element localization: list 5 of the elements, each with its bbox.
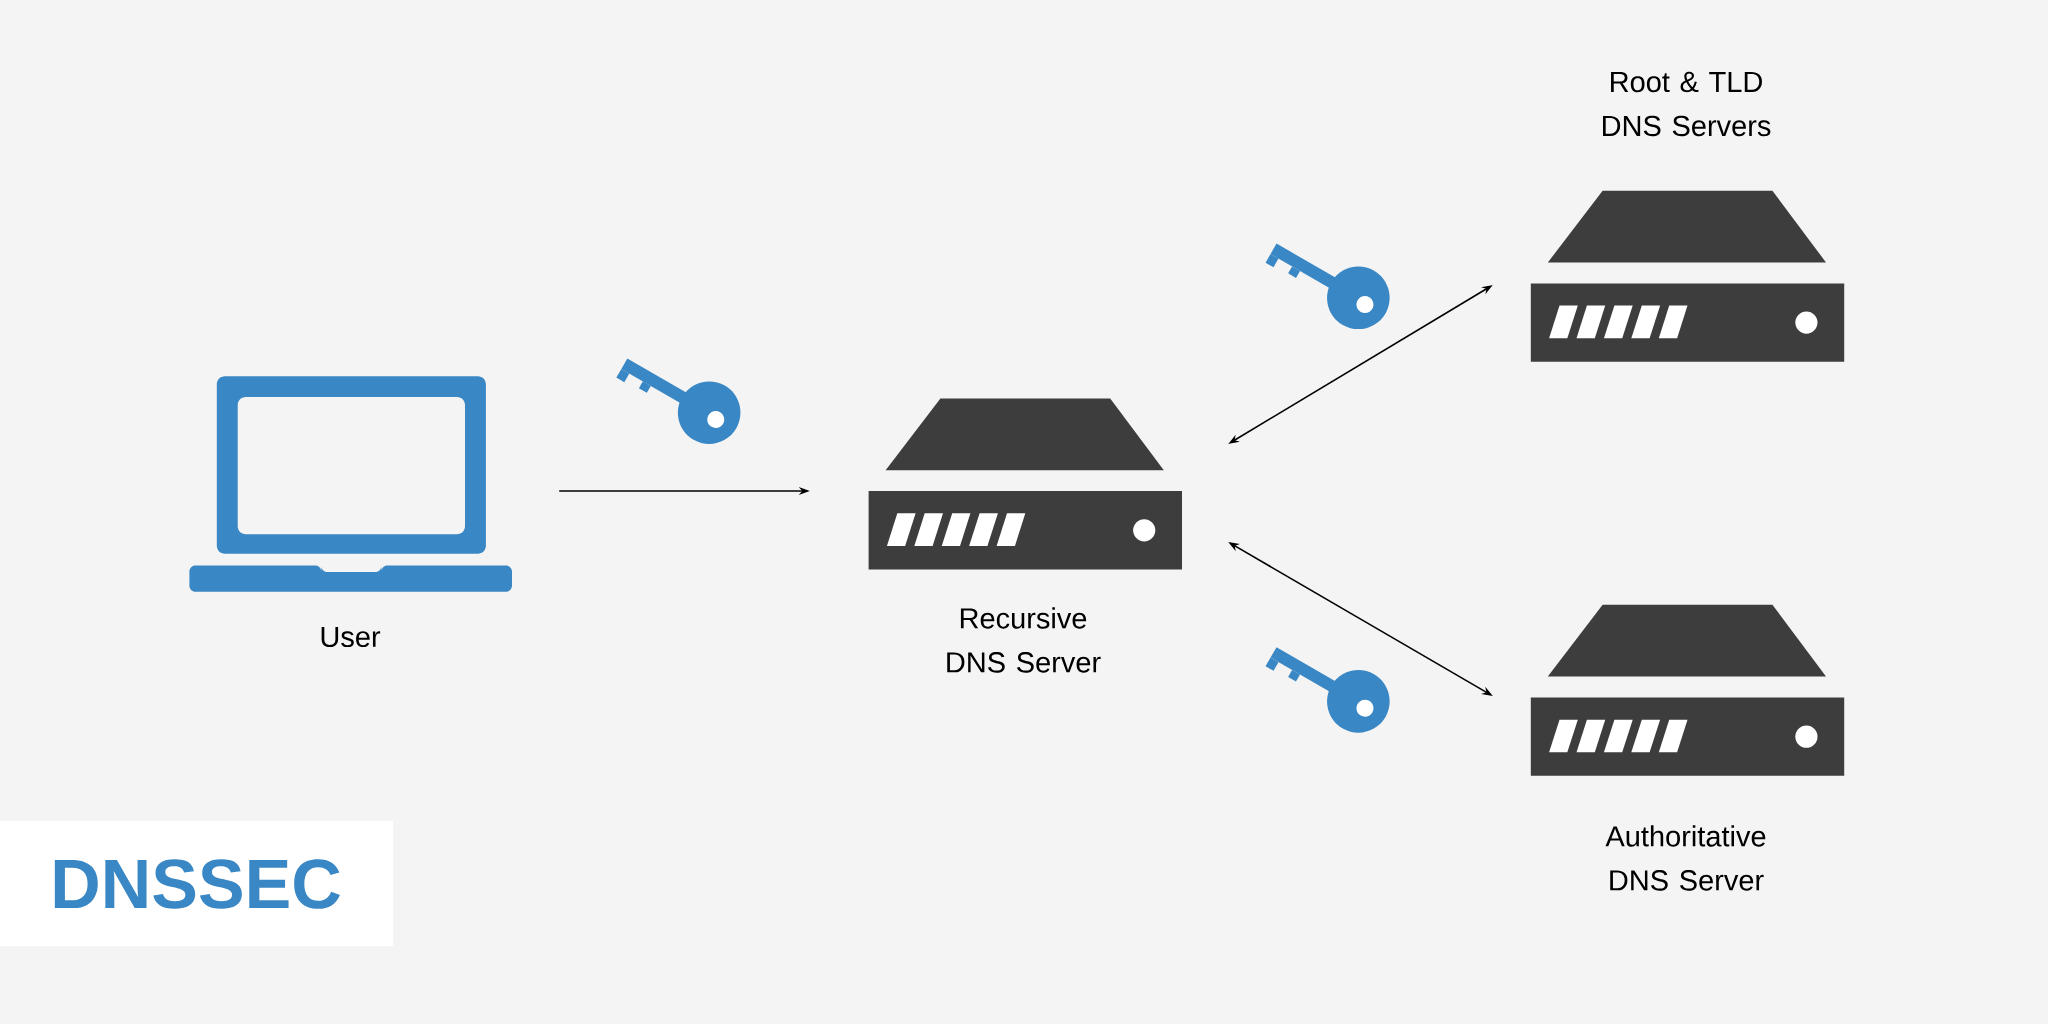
- node-label: User: [321, 626, 381, 648]
- node-label: Recursive DNS Server: [947, 607, 1101, 673]
- node-label: Root & TLD DNS Servers: [1603, 71, 1771, 137]
- node-label: Authoritative DNS Server: [1605, 825, 1766, 891]
- title-box: DNSSEC: [0, 821, 393, 946]
